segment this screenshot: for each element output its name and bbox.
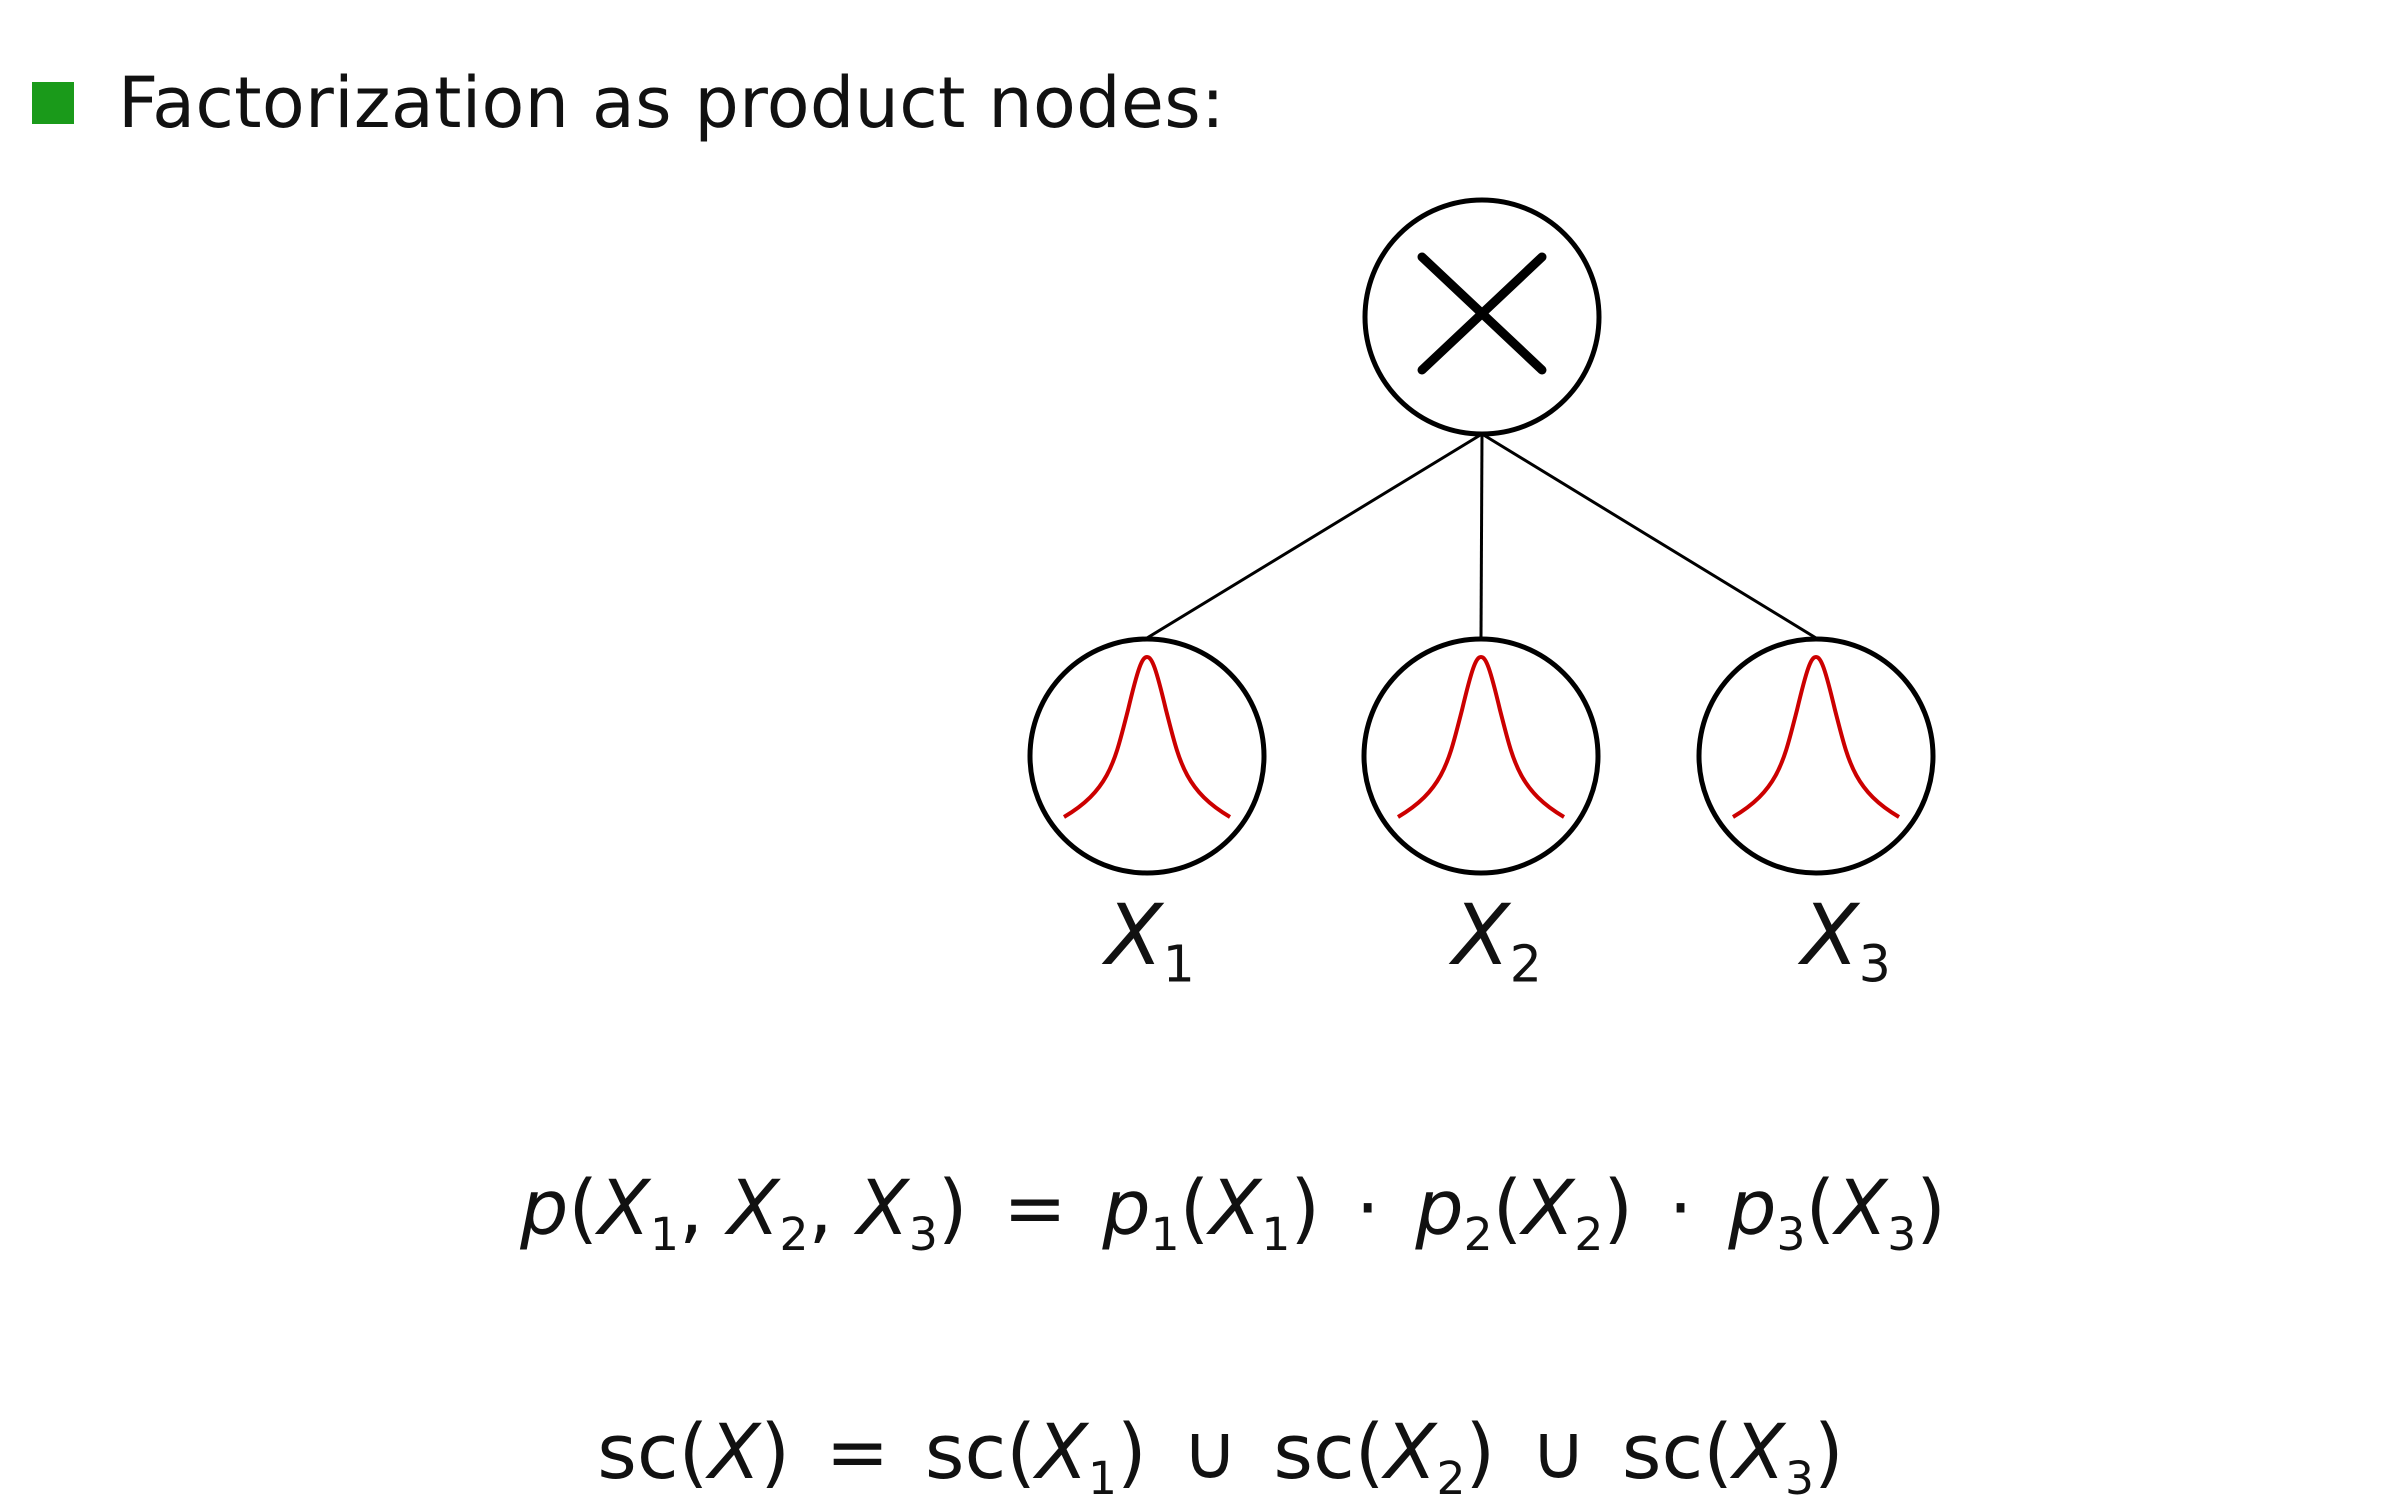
edge-root-to-x3 — [1481, 432, 1817, 640]
scope-equation-text: sc(X) = sc(X1) ∪ sc(X2) ∪ sc(X3) — [597, 1407, 1844, 1505]
gaussian-curve-icon — [1731, 654, 1901, 819]
product-node — [1362, 197, 1602, 437]
leaf-label-x1: X1 — [1105, 886, 1195, 994]
multiply-icon — [1417, 252, 1547, 375]
bullet-item: Factorization as product nodes: — [32, 58, 1225, 148]
gaussian-curve-icon — [1062, 654, 1232, 819]
edge-root-to-x1 — [1146, 432, 1483, 640]
leaf-label-x3: X3 — [1801, 886, 1891, 994]
leaf-node-x1 — [1027, 636, 1267, 876]
leaf-node-x3 — [1696, 636, 1936, 876]
bullet-text: Factorization as product nodes: — [118, 62, 1225, 144]
leaf-node-x2 — [1361, 636, 1601, 876]
factorization-equation: p(X1, X2, X3) = p1(X1) · p2(X2) · p3(X3) — [0, 1170, 2381, 1258]
bullet-square-icon — [32, 82, 74, 124]
edge-root-to-x2 — [1479, 433, 1484, 639]
gaussian-curve-icon — [1396, 654, 1566, 819]
factorization-equation-text: p(X1, X2, X3) = p1(X1) · p2(X2) · p3(X3) — [520, 1163, 1946, 1261]
scope-equation: sc(X) = sc(X1) ∪ sc(X2) ∪ sc(X3) — [0, 1414, 2381, 1502]
leaf-label-x2: X2 — [1452, 886, 1542, 994]
